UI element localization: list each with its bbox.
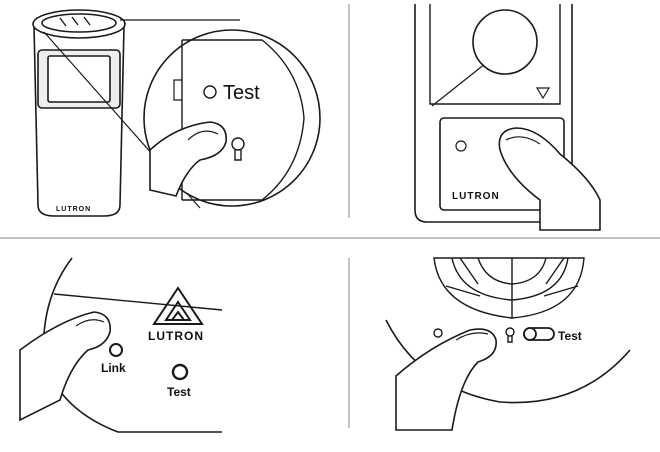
panel-dimmer-switch: LUTRON <box>414 4 601 231</box>
test-led-icon-hub <box>171 363 189 381</box>
light-bulb-icon-2 <box>505 327 515 343</box>
wall-sensor-body: LUTRON <box>32 9 126 217</box>
panel-sensor-closeup: LUTRON Test <box>32 9 321 217</box>
status-led-icon <box>455 140 467 152</box>
pressing-finger-3 <box>19 311 111 422</box>
dimmer-brand-label: LUTRON <box>452 191 500 202</box>
hub-test-label: Test <box>167 385 191 399</box>
magnified-view: Test <box>143 29 321 207</box>
panel-hub-device: LUTRON Link Test <box>19 257 223 433</box>
sensor-brand-label: LUTRON <box>56 206 91 213</box>
ceiling-test-label: Test <box>558 329 582 343</box>
link-led-icon <box>109 343 123 357</box>
panel-dividers <box>0 4 660 428</box>
pressing-finger <box>149 121 227 197</box>
light-bulb-icon <box>231 137 245 161</box>
hub-brand-label: LUTRON <box>148 329 204 343</box>
panel-ceiling-sensor: Test <box>385 257 631 431</box>
toggle-switch-icon <box>523 327 555 341</box>
sensor-lens-dome <box>433 257 585 319</box>
link-label: Link <box>101 361 126 375</box>
lutron-logo-icon <box>152 286 204 325</box>
down-arrow-icon <box>535 87 551 100</box>
pressing-finger-2 <box>498 127 601 231</box>
test-label: Test <box>223 82 260 104</box>
pressing-finger-4 <box>395 328 497 431</box>
test-led-icon <box>203 85 217 99</box>
indicator-dot-icon <box>433 328 443 338</box>
dimmer-rocker-circle <box>472 9 538 75</box>
